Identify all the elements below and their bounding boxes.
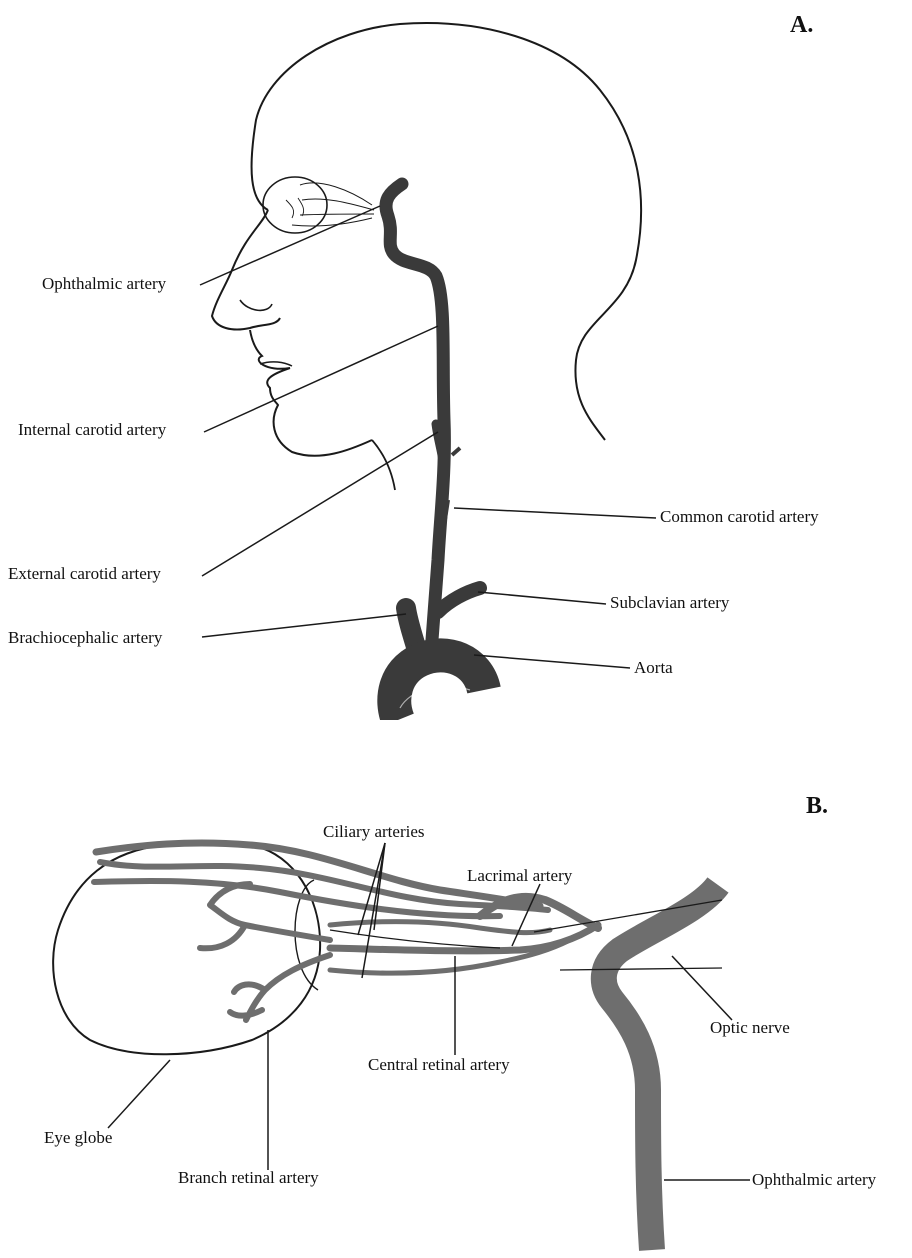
label-optic-nerve: Optic nerve — [710, 1018, 790, 1038]
branch-retinal-upper — [200, 884, 330, 948]
label-lacrimal-artery: Lacrimal artery — [467, 866, 572, 886]
label-branch-retinal-artery: Branch retinal artery — [178, 1168, 319, 1188]
panel-b-letter: B. — [806, 793, 828, 820]
leader-ciliary-3 — [374, 843, 385, 930]
lacrimal-vessel — [480, 897, 598, 928]
label-central-retinal-artery: Central retinal artery — [368, 1055, 510, 1075]
label-ciliary-arteries: Ciliary arteries — [323, 822, 425, 842]
label-eye-globe: Eye globe — [44, 1128, 112, 1148]
eye-globe-outline — [53, 842, 320, 1055]
leader-eye-globe — [108, 1060, 170, 1128]
label-ophthalmic-artery-b: Ophthalmic artery — [752, 1170, 876, 1190]
optic-nerve-lower — [560, 968, 722, 970]
ophthalmic-vessel-b — [604, 885, 718, 1250]
leader-optic-nerve — [672, 956, 732, 1020]
